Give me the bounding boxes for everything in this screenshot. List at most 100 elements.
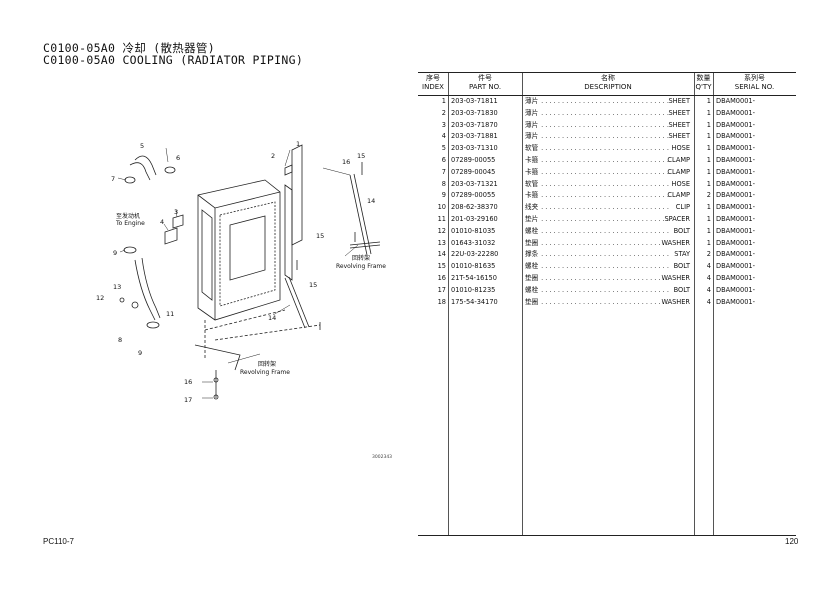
row-index: 8 xyxy=(441,179,446,188)
row-part-no: 01010-81035 xyxy=(451,226,496,235)
row-description-en: HOSE xyxy=(671,144,691,153)
row-qty: 1 xyxy=(706,214,711,223)
row-description-cn: 薄片 xyxy=(525,120,539,129)
row-index: 4 xyxy=(441,132,446,141)
row-part-no: 07289-00045 xyxy=(451,167,496,176)
revolving-frame-label-en: Revolving Frame xyxy=(336,263,386,270)
row-part-no: 22U-03-22280 xyxy=(451,250,499,259)
row-serial-no: DBAM0001- xyxy=(716,203,755,212)
row-description-cn: 螺栓 xyxy=(525,226,539,235)
row-part-no: 203-03-71811 xyxy=(451,97,498,105)
row-serial-no: DBAM0001- xyxy=(716,120,755,129)
row-description-en: CLAMP xyxy=(667,167,690,176)
callout-14b: 14 xyxy=(268,314,276,322)
row-qty: 1 xyxy=(706,226,711,235)
callout-4: 4 xyxy=(160,218,164,226)
row-description-en: HOSE xyxy=(671,179,691,188)
callout-3: 3 xyxy=(174,208,178,216)
row-description-cn: 薄片 xyxy=(525,132,539,141)
row-description-en: WASHER xyxy=(661,297,690,306)
row-serial-no: DBAM0001- xyxy=(716,238,755,247)
callout-8: 8 xyxy=(118,336,122,344)
row-index: 11 xyxy=(437,214,446,223)
row-part-no: 175-54-34170 xyxy=(451,297,498,306)
row-part-no: 07289-00055 xyxy=(451,155,496,164)
row-index: 2 xyxy=(441,108,446,117)
row-serial-no: DBAM0001- xyxy=(716,167,755,176)
callout-15c: 15 xyxy=(309,281,317,289)
row-description-cn: 卡箍 xyxy=(525,191,539,200)
callout-9b: 9 xyxy=(138,349,142,357)
row-description-cn: 撑条 xyxy=(525,250,539,259)
row-description: 线夹 . . . . . . . . . . . . . . . . . . .… xyxy=(525,202,692,214)
row-description-en: CLAMP xyxy=(667,191,690,200)
drawing-number: 3002343 xyxy=(372,455,393,460)
row-description-cn: 垫片 xyxy=(525,214,539,223)
callout-14a: 14 xyxy=(367,197,375,205)
callout-16b: 16 xyxy=(184,378,192,386)
row-qty: 1 xyxy=(706,144,711,153)
row-description: 薄片 . . . . . . . . . . . . . . . . . . .… xyxy=(525,96,692,108)
row-description-en: CLIP xyxy=(675,203,690,212)
row-description-en: BOLT xyxy=(673,262,690,271)
row-description-en: BOLT xyxy=(673,285,690,294)
row-description-cn: 螺栓 xyxy=(525,285,539,294)
row-description: 垫圈 . . . . . . . . . . . . . . . . . . .… xyxy=(525,273,692,285)
row-index: 17 xyxy=(437,285,446,294)
row-description: 卡箍 . . . . . . . . . . . . . . . . . . .… xyxy=(525,167,692,179)
to-engine-label-en: To Engine xyxy=(115,220,145,227)
row-description-en: SHEET xyxy=(668,108,690,117)
row-qty: 1 xyxy=(706,155,711,164)
row-description-en: BOLT xyxy=(673,226,690,235)
row-index: 12 xyxy=(437,226,446,235)
row-description: 卡箍 . . . . . . . . . . . . . . . . . . .… xyxy=(525,190,692,202)
row-description: 垫圈 . . . . . . . . . . . . . . . . . . .… xyxy=(525,297,692,309)
row-serial-no: DBAM0001- xyxy=(716,226,755,235)
row-description-en: STAY xyxy=(674,250,690,259)
machine-model: PC110-7 xyxy=(43,537,74,546)
revolving-frame-label-2-en: Revolving Frame xyxy=(240,369,290,376)
row-serial-no: DBAM0001- xyxy=(716,262,755,271)
row-part-no: 01010-81235 xyxy=(451,285,496,294)
row-index: 10 xyxy=(437,203,446,212)
row-description-cn: 垫圈 xyxy=(525,297,539,306)
row-qty: 1 xyxy=(706,132,711,141)
to-engine-label-cn: 至发动机 xyxy=(116,212,140,220)
row-index: 6 xyxy=(441,155,446,164)
callout-6: 6 xyxy=(176,154,180,162)
table-row: 1 203-03-71811 薄片 . . . . . . . . . . . . … xyxy=(418,96,796,108)
row-index: 16 xyxy=(437,273,446,282)
row-description: 螺栓 . . . . . . . . . . . . . . . . . . .… xyxy=(525,261,692,273)
row-description: 软管 . . . . . . . . . . . . . . . . . . .… xyxy=(525,143,692,155)
row-qty: 1 xyxy=(706,97,711,105)
row-description: 垫片 . . . . . . . . . . . . . . . . . . .… xyxy=(525,214,692,226)
row-description: 垫圈 . . . . . . . . . . . . . . . . . . .… xyxy=(525,238,692,250)
row-description: 薄片 . . . . . . . . . . . . . . . . . . .… xyxy=(525,108,692,120)
row-qty: 1 xyxy=(706,238,711,247)
callout-5: 5 xyxy=(140,142,144,150)
page-title-en: C0100-05A0 COOLING (RADIATOR PIPING) xyxy=(43,53,304,67)
row-description-cn: 软管 xyxy=(525,144,539,153)
row-part-no: 21T-54-16150 xyxy=(451,273,497,282)
row-description-cn: 垫圈 xyxy=(525,238,539,247)
row-description-en: CLAMP xyxy=(667,155,690,164)
row-description: 撑条 . . . . . . . . . . . . . . . . . . .… xyxy=(525,249,692,261)
row-qty: 1 xyxy=(706,120,711,129)
row-qty: 2 xyxy=(706,250,711,259)
callout-15b: 15 xyxy=(316,232,324,240)
row-qty: 4 xyxy=(706,285,711,294)
row-description-en: SHEET xyxy=(668,97,690,105)
row-description: 螺栓 . . . . . . . . . . . . . . . . . . .… xyxy=(525,226,692,238)
